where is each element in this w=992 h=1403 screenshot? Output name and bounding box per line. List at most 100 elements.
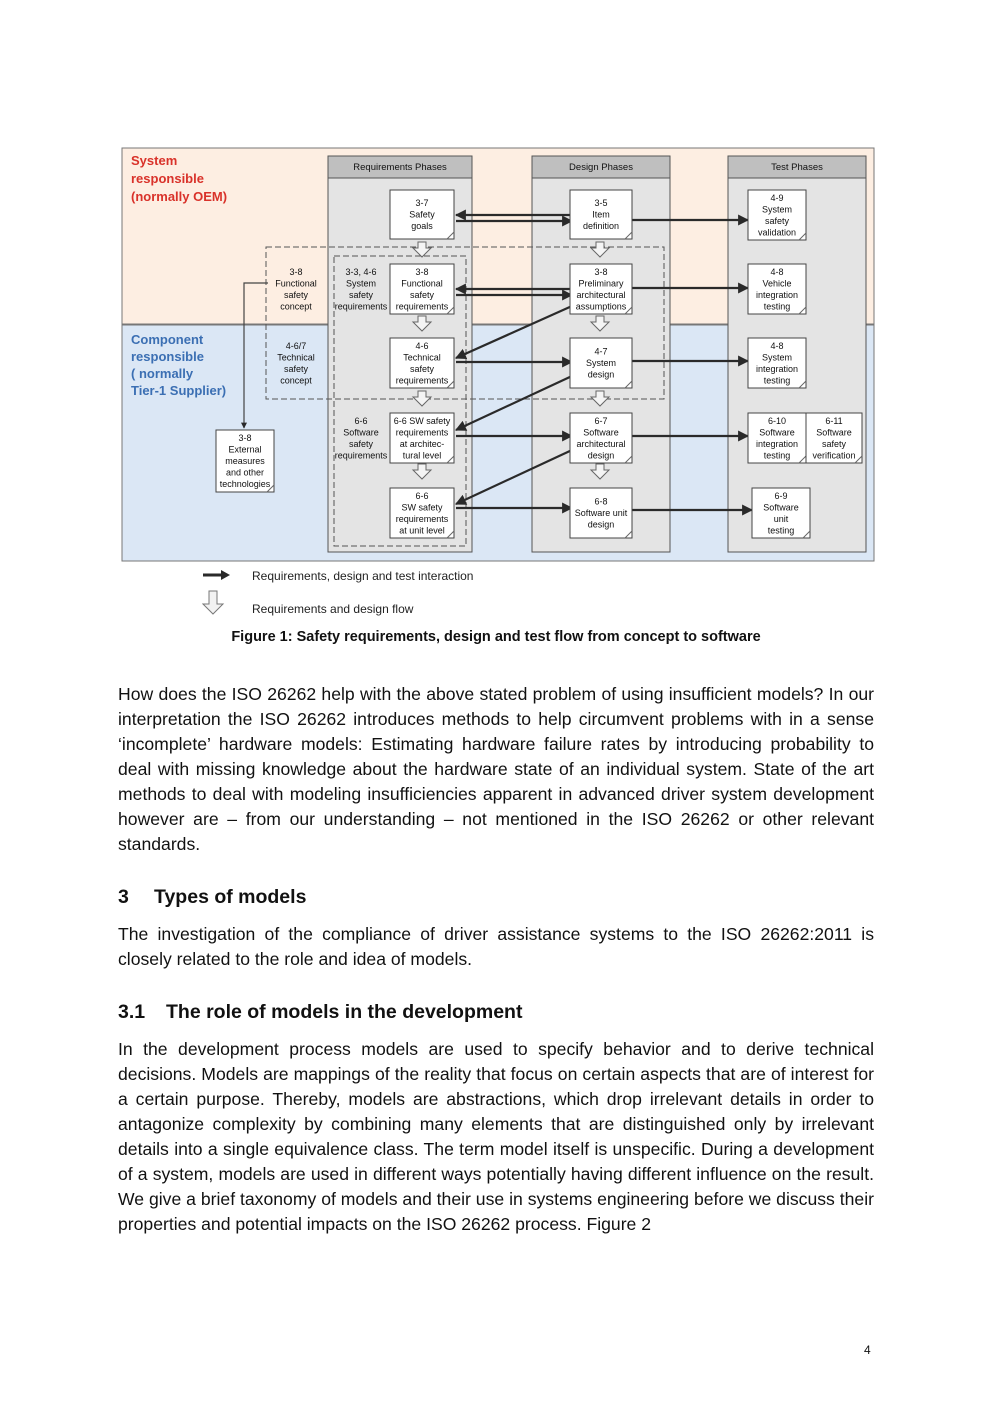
box-text: safety <box>349 439 374 449</box>
box-text: testing <box>764 450 791 460</box>
section-3-1-heading: 3.1 The role of models in the development <box>118 1001 522 1024</box>
box-text: safety <box>349 290 374 300</box>
box-text: Preliminary <box>578 278 624 288</box>
box-text: requirements <box>335 301 388 311</box>
box-frame <box>805 412 863 464</box>
figure-caption: Figure 1: Safety requirements, design an… <box>231 629 761 645</box>
box-text: tural level <box>403 450 442 460</box>
box-text: Item <box>592 210 610 220</box>
section-3-number: 3 <box>118 886 129 908</box>
legend-flow-label: Requirements and design flow <box>252 602 414 616</box>
section-3-heading: 3 Types of models <box>118 886 306 909</box>
box-text: and other <box>226 468 264 478</box>
box-text: 4-6/7 <box>286 341 307 351</box>
page-fold <box>446 380 455 389</box>
process-boxes: 3-7Safetygoals3-5Itemdefinition4-9System… <box>215 189 863 539</box>
box-text: 6-8 <box>594 497 607 507</box>
box-frame <box>747 412 807 464</box>
box-text: integration <box>756 364 798 374</box>
box-text: safety <box>284 364 309 374</box>
box-frame <box>569 337 633 389</box>
box-text: requirements <box>396 375 449 385</box>
box-text: design <box>588 520 615 530</box>
requirements-phase-title: Requirements Phases <box>353 162 447 173</box>
box-text: validation <box>758 227 796 237</box>
box-text: 4-9 <box>770 193 783 203</box>
flow-arrow <box>411 315 433 332</box>
box-frame <box>747 263 807 315</box>
box-text: Functional <box>401 278 443 288</box>
interaction-arrows <box>454 209 754 516</box>
section-3-title: Types of models <box>154 886 307 908</box>
box-text: Software <box>816 427 852 437</box>
section-3-1-number: 3.1 <box>118 1001 146 1023</box>
box-text: 6-6 <box>415 491 428 501</box>
box-text: 6-6 <box>354 416 367 426</box>
box-frame <box>389 412 455 464</box>
box-text: External <box>228 445 261 455</box>
box-text: Functional <box>275 278 317 288</box>
box-text: safety <box>822 439 847 449</box>
box-frame <box>215 429 275 493</box>
box-text: System <box>762 204 792 214</box>
box-text: 3-8 <box>594 267 607 277</box>
page-fold <box>266 484 275 493</box>
interaction-arrow <box>454 304 573 360</box>
box-text: 6-9 <box>774 491 787 501</box>
hollow-down-arrow-icon <box>202 590 225 615</box>
box-text: 3-8 <box>238 433 251 443</box>
interaction-arrow <box>455 449 573 505</box>
box-text: at architec- <box>400 439 445 449</box>
page-fold <box>446 231 455 240</box>
box-text: safety <box>284 290 309 300</box>
flow-arrow <box>589 463 611 480</box>
page-fold <box>798 232 807 241</box>
box-text: requirements <box>335 450 388 460</box>
page-fold <box>624 231 633 240</box>
box-frame <box>389 189 455 240</box>
box-text: 3-7 <box>415 198 428 208</box>
box-text: Software <box>759 427 795 437</box>
flow-arrow <box>411 241 433 258</box>
page-fold <box>854 455 863 464</box>
test-header <box>727 155 867 179</box>
box-text: 4-7 <box>594 347 607 357</box>
box-frame <box>389 337 455 389</box>
box-frame <box>569 263 633 315</box>
box-frame <box>389 487 455 539</box>
box-text: System <box>762 352 792 362</box>
box-text: 6-11 <box>825 416 842 426</box>
box-text: safety <box>765 216 790 226</box>
paragraph-1: How does the ISO 26262 help with the abo… <box>118 684 874 854</box>
box-text: verification <box>812 450 855 460</box>
page-fold <box>624 455 633 464</box>
box-text: 3-3, 4-6 <box>345 267 376 277</box>
box-text: 6-10 <box>768 416 786 426</box>
box-text: Technical <box>277 352 315 362</box>
oem-label: System responsible (normally OEM) <box>131 153 227 204</box>
page-fold <box>446 455 455 464</box>
box-frame <box>747 337 807 389</box>
box-text: requirements <box>396 514 449 524</box>
flow-arrow <box>411 390 433 407</box>
box-text: Software <box>763 502 799 512</box>
box-text: 6-7 <box>594 416 607 426</box>
section-3-1-title: The role of models in the development <box>166 1001 523 1023</box>
box-text: 3-5 <box>594 198 607 208</box>
flow-arrows <box>411 241 611 480</box>
page-fold <box>624 306 633 315</box>
page-fold <box>798 380 807 389</box>
box-text: testing <box>764 375 791 385</box>
box-text: Software <box>343 427 379 437</box>
box-text: System <box>586 358 616 368</box>
